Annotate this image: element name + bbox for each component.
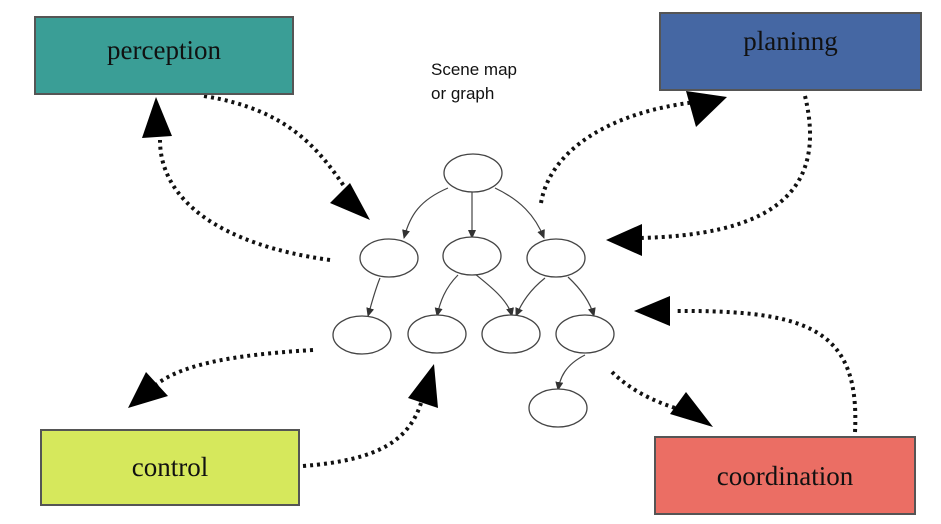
arrow-heads — [128, 91, 727, 427]
arrow-graph-to-planning — [539, 100, 697, 204]
scene-label-line-2: or graph — [431, 84, 495, 103]
arrow-control-to-graph — [302, 399, 424, 468]
control-box: control — [40, 429, 300, 506]
graph-node — [481, 314, 541, 354]
tree-edge — [434, 274, 459, 317]
coordination-label: coordination — [716, 461, 854, 491]
graph-node — [407, 314, 467, 354]
control-label: control — [131, 452, 209, 482]
tree-nodes — [332, 153, 615, 428]
graph-node-root — [443, 153, 503, 193]
arrow-coordination-to-graph — [675, 308, 858, 433]
perception-label: perception — [107, 35, 221, 65]
arrowhead — [606, 224, 642, 256]
tree-edge — [567, 276, 596, 317]
arrow-graph-to-coordination — [610, 370, 683, 412]
tree-edge — [366, 277, 381, 317]
tree-edge — [515, 277, 546, 317]
coordination-box: coordination — [654, 436, 916, 515]
tree-edges — [366, 187, 596, 391]
arrowhead — [634, 296, 670, 326]
graph-node — [332, 315, 392, 355]
arrowhead — [330, 183, 370, 220]
planning-box: planinng — [659, 12, 922, 91]
graph-node — [526, 238, 586, 278]
graph-node — [555, 314, 615, 354]
perception-box: perception — [34, 16, 294, 95]
tree-edge — [402, 187, 449, 239]
arrowhead — [408, 364, 438, 408]
graph-node — [528, 388, 588, 428]
arrow-planning-to-graph — [639, 95, 812, 240]
arrow-graph-to-control — [148, 348, 314, 392]
graph-node — [442, 236, 502, 276]
arrowhead — [670, 392, 713, 427]
tree-edge — [474, 273, 514, 317]
flow-arrows — [148, 94, 858, 468]
arrowhead — [142, 97, 172, 138]
scene-map-label: Scene map or graph — [431, 58, 561, 106]
arrow-graph-to-perception — [158, 139, 331, 262]
planning-label: planinng — [743, 26, 838, 56]
arrow-perception-to-graph — [203, 94, 352, 197]
tree-edge — [494, 187, 545, 239]
arrowhead — [686, 91, 727, 127]
graph-node — [359, 238, 419, 278]
scene-label-line-1: Scene map — [431, 60, 517, 79]
tree-edge — [555, 354, 586, 391]
arrowhead — [128, 372, 168, 408]
